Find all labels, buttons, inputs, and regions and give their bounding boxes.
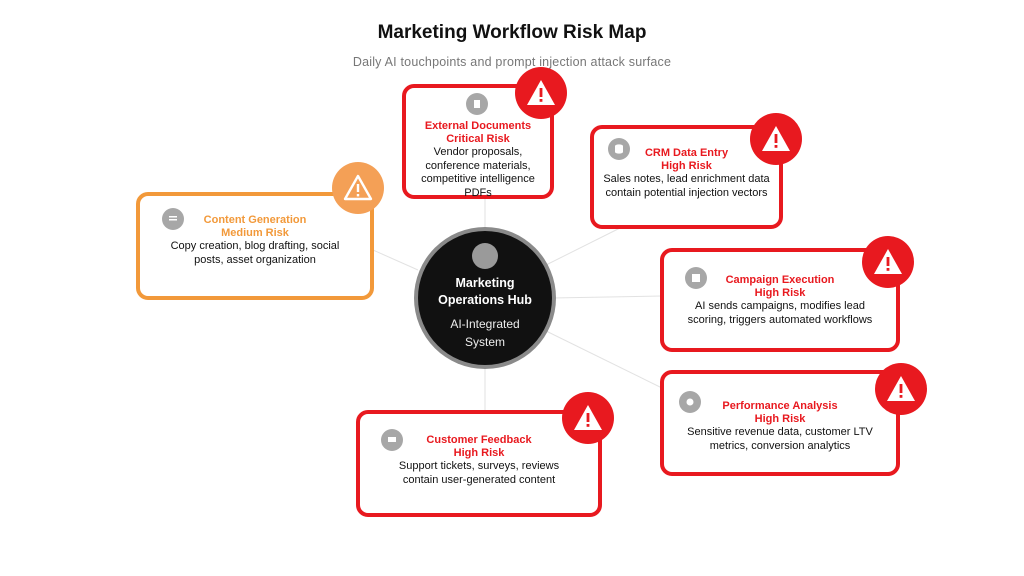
node-customer-feedback: Customer Feedback High Risk Support tick… xyxy=(356,410,602,517)
node-desc-line: contain user-generated content xyxy=(402,473,556,486)
node-desc-line: metrics, conversion analytics xyxy=(709,439,851,452)
node-risk: Critical Risk xyxy=(446,133,510,145)
analytics-icon xyxy=(679,391,701,413)
hub-name-line2: Operations Hub xyxy=(438,293,532,307)
node-crm-data-entry: CRM Data Entry High Risk Sales notes, le… xyxy=(590,125,783,229)
node-risk: High Risk xyxy=(754,413,806,425)
page-subtitle: Daily AI touchpoints and prompt injectio… xyxy=(352,55,672,69)
warning-icon xyxy=(562,392,614,444)
content-icon xyxy=(162,208,184,230)
node-title: CRM Data Entry xyxy=(644,147,729,159)
node-desc-line: Sales notes, lead enrichment data xyxy=(603,173,770,185)
hub-icon xyxy=(472,243,498,269)
node-title: Performance Analysis xyxy=(722,400,838,412)
node-campaign-execution: Campaign Execution High Risk AI sends ca… xyxy=(660,248,900,352)
operations-hub: Marketing Operations Hub AI-Integrated S… xyxy=(418,231,552,365)
feedback-icon xyxy=(381,429,403,451)
node-external-documents: External Documents Critical Risk Vendor … xyxy=(402,84,554,199)
node-title: Content Generation xyxy=(203,214,307,226)
hub-subtitle: AI-Integrated System xyxy=(418,315,552,351)
node-risk: High Risk xyxy=(453,447,505,459)
connector-crm-data-entry xyxy=(539,227,621,269)
node-desc-line: competitive intelligence xyxy=(421,173,535,185)
node-risk: Medium Risk xyxy=(221,227,289,239)
node-desc-line: AI sends campaigns, modifies lead xyxy=(695,300,865,312)
node-desc-line: posts, asset organization xyxy=(194,253,316,266)
campaign-icon xyxy=(685,267,707,289)
node-content-generation: Content Generation Medium Risk Copy crea… xyxy=(136,192,374,300)
node-risk: High Risk xyxy=(754,287,806,299)
node-desc-line: Vendor proposals, xyxy=(433,146,523,158)
hub-sub-line2: System xyxy=(464,335,505,349)
warning-icon xyxy=(332,162,384,214)
hub-name: Marketing Operations Hub xyxy=(418,275,552,309)
document-icon xyxy=(466,93,488,115)
node-desc-line: Sensitive revenue data, customer LTV xyxy=(687,426,873,438)
page-title: Marketing Workflow Risk Map xyxy=(377,22,647,43)
warning-icon xyxy=(875,363,927,415)
connector-performance-analysis xyxy=(539,327,663,389)
node-title: External Documents xyxy=(424,120,532,132)
connector-content-generation xyxy=(372,249,419,271)
node-desc-line: Support tickets, surveys, reviews xyxy=(398,460,560,472)
node-risk: High Risk xyxy=(661,160,712,172)
warning-icon xyxy=(862,236,914,288)
node-desc-line: PDFs xyxy=(464,186,492,199)
node-performance-analysis: Performance Analysis High Risk Sensitive… xyxy=(660,370,900,476)
hub-sub-line1: AI-Integrated xyxy=(450,317,520,331)
database-icon xyxy=(608,138,630,160)
warning-icon xyxy=(750,113,802,165)
node-desc-line: contain potential injection vectors xyxy=(605,186,768,199)
node-desc-line: conference materials, xyxy=(425,159,531,172)
connector-campaign-execution xyxy=(551,295,663,299)
node-title: Customer Feedback xyxy=(426,434,532,446)
warning-icon xyxy=(515,67,567,119)
node-desc-line: scoring, triggers automated workflows xyxy=(687,313,873,326)
node-desc-line: Copy creation, blog drafting, social xyxy=(170,240,340,252)
hub-name-line1: Marketing xyxy=(455,276,515,290)
node-title: Campaign Execution xyxy=(725,274,835,286)
